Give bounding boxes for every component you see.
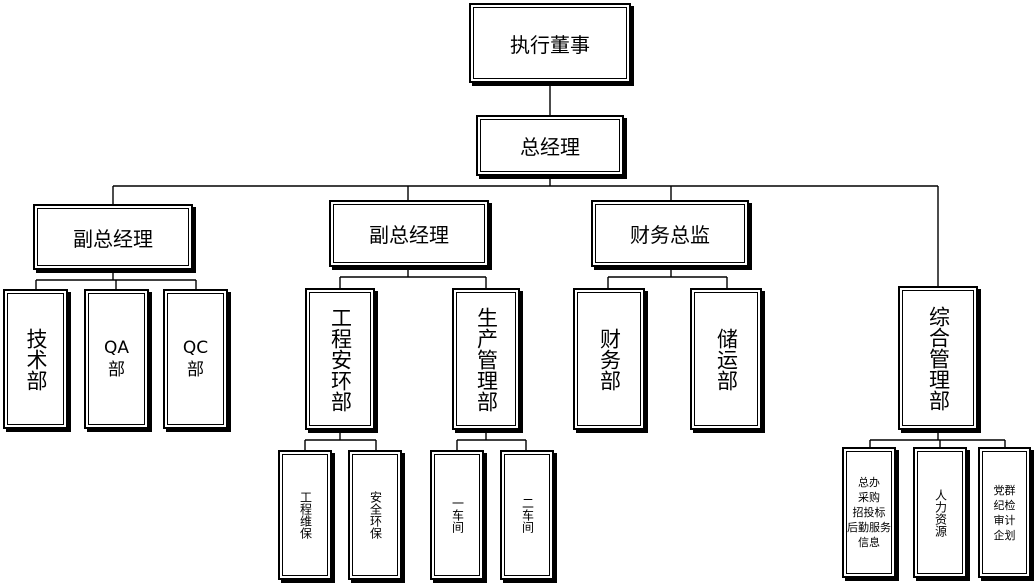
node-qc-dept: QC 部	[163, 289, 228, 429]
node-executive-director: 执行董事	[469, 3, 631, 83]
node-label: 工程维保	[298, 491, 313, 539]
node-engineering-safety-env-dept: 工程安环部	[305, 288, 375, 430]
node-workshop-1: 一车间	[430, 450, 484, 580]
node-label: 安全环保	[368, 491, 383, 539]
node-label: 财务部	[597, 327, 622, 391]
node-qa-dept: QA 部	[84, 289, 149, 429]
node-general-mgmt-dept: 综合管理部	[898, 286, 978, 430]
node-deputy-gm-1: 副总经理	[33, 204, 193, 270]
node-label: 副总经理	[369, 223, 449, 247]
node-label: 副总经理	[73, 226, 153, 251]
node-label: 生产管理部	[474, 306, 499, 412]
node-label: 总经理	[520, 135, 580, 159]
node-label: 综合管理部	[926, 305, 951, 411]
node-label: 人力资源	[933, 488, 948, 537]
node-label: 二车间	[520, 497, 535, 533]
node-engineering-maintenance: 工程维保	[278, 450, 332, 580]
node-storage-transport-dept: 储运部	[690, 288, 762, 430]
node-finance-dept: 财务部	[573, 288, 645, 430]
node-production-mgmt-dept: 生产管理部	[452, 288, 520, 430]
node-general-manager: 总经理	[476, 115, 624, 176]
node-safety-env: 安全环保	[348, 450, 402, 580]
node-label: 执行董事	[510, 32, 590, 57]
node-label: 储运部	[714, 327, 739, 391]
node-party-group: 党群 纪检 审计 企划	[978, 447, 1031, 578]
node-hr: 人力资源	[913, 447, 967, 578]
node-label: 党群 纪检 审计 企划	[993, 483, 1016, 542]
node-label: 技术部	[24, 327, 48, 391]
node-label: QC 部	[182, 338, 209, 380]
node-label: QA 部	[103, 338, 129, 380]
node-finance-director: 财务总监	[591, 200, 749, 267]
node-office-group: 总办 采购 招投标 后勤服务 信息	[842, 447, 896, 578]
node-deputy-gm-2: 副总经理	[329, 200, 489, 267]
node-label: 总办 采购 招投标 后勤服务 信息	[847, 476, 891, 549]
node-label: 一车间	[450, 497, 465, 533]
node-tech-dept: 技术部	[3, 289, 68, 429]
node-workshop-2: 二车间	[500, 450, 554, 580]
node-label: 财务总监	[630, 223, 710, 247]
node-label: 工程安环部	[328, 306, 353, 412]
